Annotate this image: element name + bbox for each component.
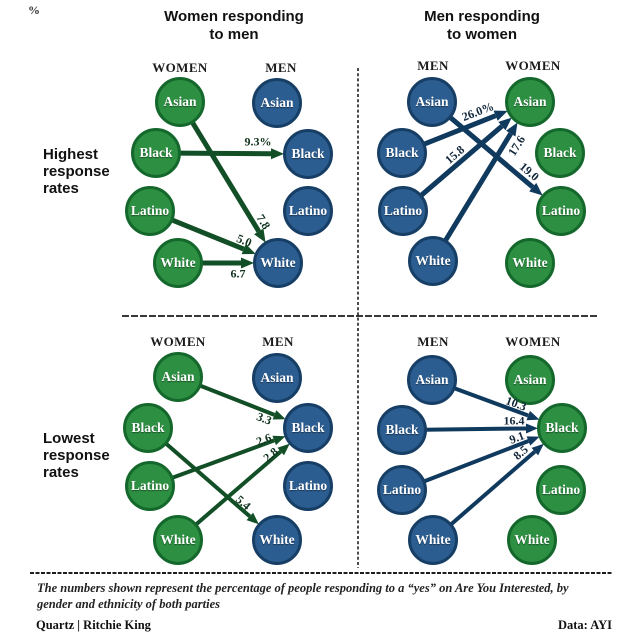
title-line: Women responding xyxy=(164,8,304,25)
node-men-white: White xyxy=(408,236,458,286)
flow-arrow xyxy=(423,426,527,432)
node-men-asian: Asian xyxy=(252,78,302,128)
node-women-asian: Asian xyxy=(153,352,203,402)
arrowhead xyxy=(529,182,543,196)
flow-arrow xyxy=(177,150,272,157)
node-women-latino: Latino xyxy=(536,465,586,515)
node-men-black: Black xyxy=(283,129,333,179)
arrowhead xyxy=(277,443,290,456)
node-women-white: White xyxy=(507,515,557,565)
arrowhead xyxy=(525,423,539,434)
title-women-responding: Women responding to men xyxy=(134,8,334,44)
node-men-black: Black xyxy=(377,405,427,455)
node-women-asian: Asian xyxy=(505,355,555,405)
column-header-women: WOMEN xyxy=(505,58,561,73)
node-women-latino: Latino xyxy=(125,461,175,511)
node-men-latino: Latino xyxy=(377,465,427,515)
node-men-black: Black xyxy=(377,128,427,178)
flow-arrow xyxy=(421,439,530,484)
arrowhead xyxy=(526,436,540,446)
flow-arrow xyxy=(169,438,275,481)
row-label-line: response xyxy=(43,163,110,180)
node-women-black: Black xyxy=(537,403,587,453)
flow-arrow xyxy=(169,216,245,252)
row-label-line: Lowest xyxy=(43,430,95,447)
node-women-white: White xyxy=(505,238,555,288)
flow-arrow xyxy=(189,119,261,233)
flow-arrow xyxy=(163,440,252,518)
node-women-asian: Asian xyxy=(155,77,205,127)
flow-arrow xyxy=(418,124,504,199)
credit: Quartz | Ritchie King xyxy=(36,618,151,632)
column-header-women: WOMEN xyxy=(150,334,206,349)
node-men-asian: Asian xyxy=(407,77,457,127)
node-men-latino: Latino xyxy=(283,186,333,236)
arrowhead xyxy=(241,257,254,269)
footnote-line: The numbers shown represent the percenta… xyxy=(37,581,569,595)
arrowhead xyxy=(270,148,285,160)
footnote-line: gender and ethnicity of both parties xyxy=(37,597,220,611)
percent-unit-mark: % xyxy=(28,3,40,17)
column-header-men: MEN xyxy=(265,60,297,75)
node-women-latino: Latino xyxy=(536,186,586,236)
arrowhead xyxy=(493,110,508,121)
column-header-men: MEN xyxy=(262,334,294,349)
row-label-line: response xyxy=(43,447,110,464)
row-label-line: Highest xyxy=(43,146,99,163)
node-men-white: White xyxy=(408,515,458,565)
arrowhead xyxy=(241,243,256,255)
title-line: to women xyxy=(447,26,517,43)
arrowhead xyxy=(531,443,544,456)
node-women-white: White xyxy=(153,238,203,288)
flow-arrow xyxy=(193,449,283,528)
flow-arrow xyxy=(447,114,535,190)
node-women-white: White xyxy=(153,515,203,565)
node-women-asian: Asian xyxy=(505,77,555,127)
node-men-white: White xyxy=(252,515,302,565)
edge-value-label: 9.3% xyxy=(244,134,272,149)
arrowhead xyxy=(272,410,286,420)
footnote: The numbers shown represent the percenta… xyxy=(37,580,603,612)
flow-arrow xyxy=(421,113,497,148)
row-label-highest: Highest response rates xyxy=(43,146,110,197)
column-header-women: WOMEN xyxy=(505,334,561,349)
data-source: Data: AYI xyxy=(557,618,612,632)
row-label-line: rates xyxy=(43,180,79,197)
node-women-latino: Latino xyxy=(125,186,175,236)
node-men-latino: Latino xyxy=(283,461,333,511)
arrowhead xyxy=(506,122,518,137)
node-men-black: Black xyxy=(283,403,333,453)
arrowhead xyxy=(272,435,286,446)
node-men-white: White xyxy=(253,238,303,288)
title-line: to men xyxy=(209,26,259,43)
flow-arrow xyxy=(442,132,513,244)
column-header-women: WOMEN xyxy=(152,60,208,75)
flow-arrow xyxy=(448,450,537,528)
title-men-responding: Men responding to women xyxy=(382,8,582,44)
arrowhead xyxy=(246,512,259,525)
flow-arrow xyxy=(197,383,276,417)
column-header-men: MEN xyxy=(417,334,449,349)
row-label-lowest: Lowest response rates xyxy=(43,430,110,481)
edge-value-label: 16.4 xyxy=(503,413,525,428)
edge-value-label: 6.7 xyxy=(230,266,246,281)
node-men-asian: Asian xyxy=(407,355,457,405)
node-men-asian: Asian xyxy=(252,353,302,403)
arrowhead xyxy=(526,410,540,421)
node-women-black: Black xyxy=(123,403,173,453)
row-label-line: rates xyxy=(43,464,79,481)
title-line: Men responding xyxy=(424,8,540,25)
node-men-latino: Latino xyxy=(378,186,428,236)
arrowhead xyxy=(254,228,266,243)
node-women-black: Black xyxy=(535,128,585,178)
arrowhead xyxy=(498,117,512,131)
column-header-men: MEN xyxy=(417,58,449,73)
node-women-black: Black xyxy=(131,128,181,178)
flow-arrow xyxy=(451,385,529,418)
